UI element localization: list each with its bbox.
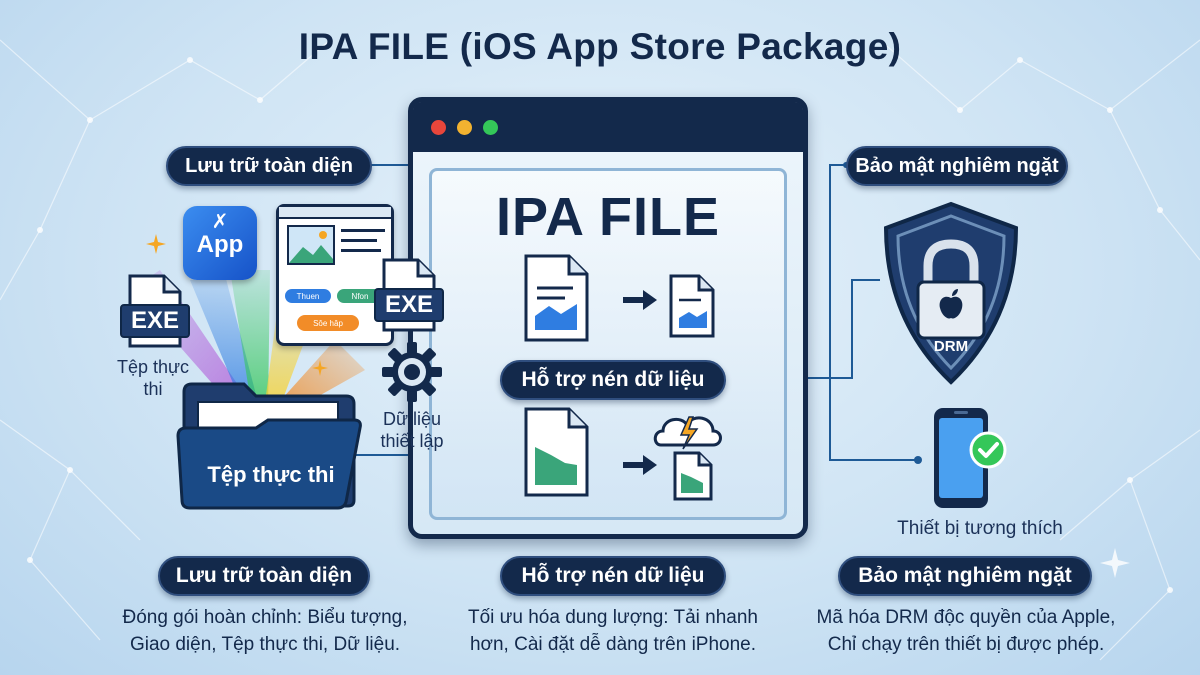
bottom-desc-compress: Tối ưu hóa dung lượng: Tải nhanh hơn, Cà…	[467, 607, 759, 655]
file-compress-row-top	[524, 254, 715, 342]
exe-label: EXE	[374, 288, 444, 322]
large-file-icon	[524, 254, 589, 342]
center-compress-pill: Hỗ trợ nén dữ liệu	[500, 360, 726, 400]
gear-icon	[382, 342, 442, 402]
bottom-pill-security: Bảo mật nghiêm ngặt	[838, 556, 1092, 596]
exe-file-icon-left: EXE	[120, 274, 190, 348]
ipa-window: IPA FILE Hỗ trợ nén dữ liệu	[408, 97, 808, 539]
right-top-pill: Bảo mật nghiêm ngặt	[846, 146, 1068, 186]
gear-caption: Dữ liệu thiết lập	[380, 409, 444, 451]
small-file-icon	[669, 274, 715, 338]
app-icon: ✗ App	[183, 206, 257, 280]
ui-mockup-card: Thuen Nfon Sôe hâp	[276, 204, 394, 346]
bottom-desc-security: Mã hóa DRM độc quyền của Apple, Chỉ chạy…	[816, 607, 1116, 655]
exe-label: EXE	[120, 304, 190, 338]
mockup-chip-3: Sôe hâp	[297, 315, 359, 331]
window-titlebar	[413, 102, 803, 152]
mockup-titlebar	[279, 207, 391, 219]
sparkle-icon	[1100, 548, 1130, 578]
left-top-pill: Lưu trữ toàn diện	[166, 146, 372, 186]
arrow-right-icon	[623, 290, 657, 310]
image-placeholder-icon	[287, 225, 335, 265]
sparkle-icon	[146, 234, 166, 254]
bottom-pill-storage: Lưu trữ toàn diện	[158, 556, 370, 596]
window-content-panel	[429, 168, 787, 520]
minimize-dot-icon	[457, 120, 472, 135]
shield-label: DRM	[933, 338, 969, 355]
bottom-desc-storage: Đóng gói hoàn chỉnh: Biểu tượng, Giao di…	[122, 607, 408, 655]
check-badge-icon	[969, 431, 1007, 469]
cloud-bolt-icon	[653, 416, 722, 450]
small-file-icon	[673, 451, 713, 501]
maximize-dot-icon	[483, 120, 498, 135]
page-title: IPA FILE (iOS App Store Package)	[298, 26, 902, 67]
mockup-chip-1: Thuen	[285, 289, 331, 303]
large-file-icon	[524, 407, 589, 497]
phone-check-icon	[934, 408, 1007, 508]
mockup-chip-2: Nfon	[337, 289, 383, 303]
apple-logo-icon	[939, 289, 963, 319]
file-compress-row-bottom	[524, 407, 722, 501]
window-heading: IPA FILE	[496, 187, 720, 247]
bottom-pill-compress: Hỗ trợ nén dữ liệu	[500, 556, 726, 596]
exe-caption: Tệp thực thi	[116, 357, 190, 399]
device-caption: Thiết bị tương thích	[897, 518, 1063, 539]
sparkle-icon	[312, 360, 328, 376]
folder-label: Tệp thực thi	[207, 462, 335, 487]
shield-lock-icon	[883, 201, 1019, 385]
arrow-right-icon	[623, 455, 657, 475]
exe-file-icon-right: EXE	[374, 258, 444, 332]
app-store-icon: ✗	[211, 211, 229, 233]
folder-icon	[176, 382, 362, 510]
close-dot-icon	[431, 120, 446, 135]
